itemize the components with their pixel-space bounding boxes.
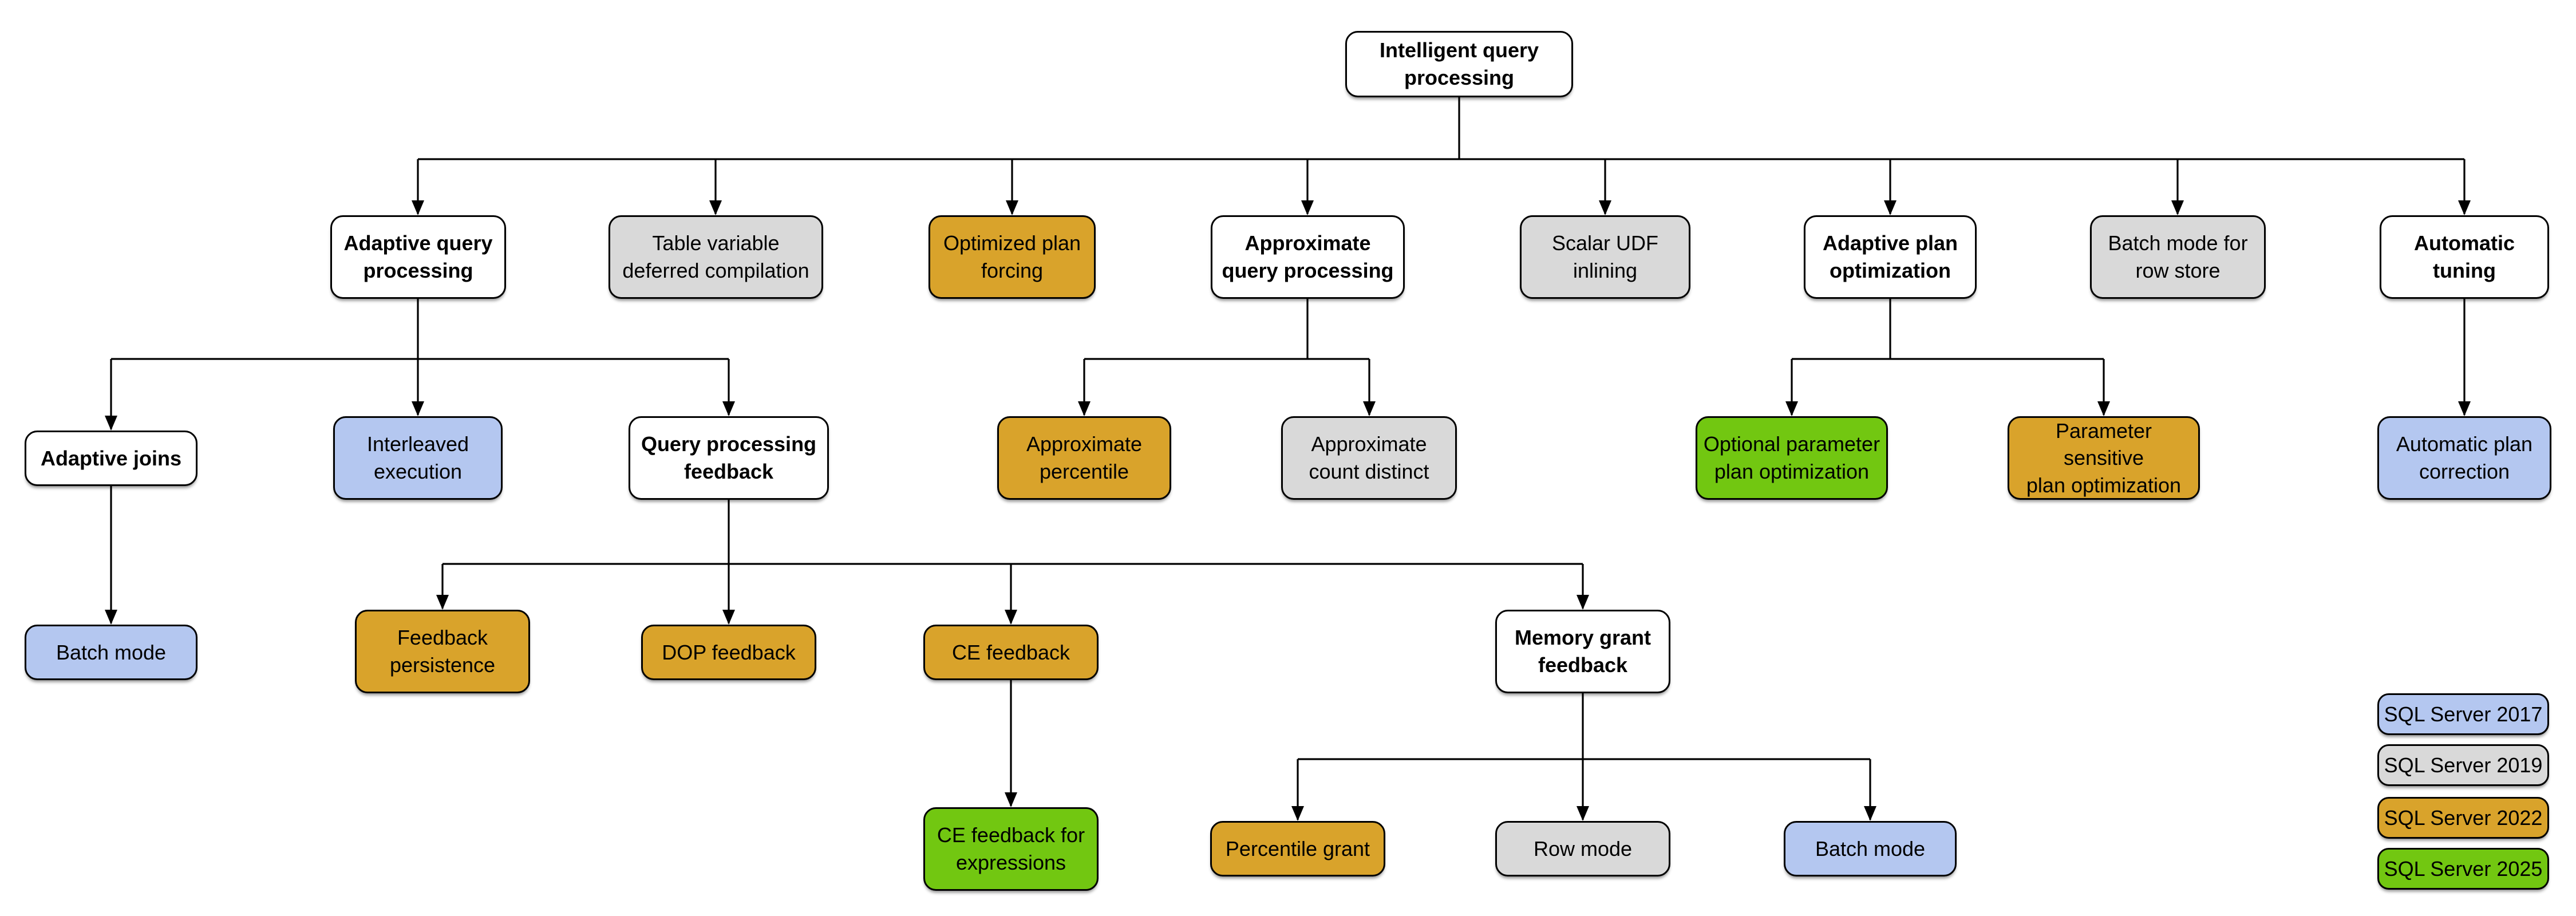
edge-aqp-bus [111,299,729,360]
edge-root-bus [418,97,2464,160]
node-table-variable-deferred-compilation: Table variable deferred compilation [609,215,823,299]
node-batch-mode-memory-grant: Batch mode [1784,821,1957,876]
node-automatic-plan-correction: Automatic plan correction [2377,416,2551,500]
node-memory-grant-feedback: Memory grant feedback [1495,610,1670,693]
node-adaptive-plan-optimization: Adaptive plan optimization [1804,215,1977,299]
legend-item-sql-server-2025: SQL Server 2025 [2377,848,2549,890]
node-intelligent-query-processing: Intelligent query processing [1345,31,1573,97]
edge-apo-bus [1792,299,2104,360]
legend-item-sql-server-2022: SQL Server 2022 [2377,797,2549,839]
legend-item-sql-server-2019: SQL Server 2019 [2377,744,2549,786]
node-interleaved-execution: Interleaved execution [333,416,503,500]
node-feedback-persistence: Feedback persistence [355,610,530,693]
node-approximate-percentile: Approximate percentile [997,416,1171,500]
edge-axqp-bus [1084,299,1369,360]
node-row-mode: Row mode [1495,821,1670,876]
node-query-processing-feedback: Query processing feedback [629,416,829,500]
node-ce-feedback-for-expressions: CE feedback for expressions [923,807,1099,891]
edge-qpf-bus [442,500,1583,565]
node-batch-mode-for-row-store: Batch mode for row store [2090,215,2266,299]
node-approximate-query-processing: Approximate query processing [1211,215,1405,299]
node-approximate-count-distinct: Approximate count distinct [1281,416,1457,500]
node-optimized-plan-forcing: Optimized plan forcing [929,215,1096,299]
node-optional-parameter-plan-optimization: Optional parameter plan optimization [1696,416,1888,500]
edge-mgf-bus [1298,693,1870,760]
node-batch-mode-adaptive-joins: Batch mode [25,625,197,680]
node-adaptive-query-processing: Adaptive query processing [330,215,506,299]
node-adaptive-joins: Adaptive joins [25,431,197,486]
node-scalar-udf-inlining: Scalar UDF inlining [1520,215,1690,299]
node-automatic-tuning: Automatic tuning [2380,215,2549,299]
legend-item-sql-server-2017: SQL Server 2017 [2377,693,2549,735]
node-percentile-grant: Percentile grant [1210,821,1385,876]
node-ce-feedback: CE feedback [923,625,1099,680]
node-parameter-sensitive-plan-optimization: Parameter sensitive plan optimization [2008,416,2200,500]
node-dop-feedback: DOP feedback [641,625,816,680]
